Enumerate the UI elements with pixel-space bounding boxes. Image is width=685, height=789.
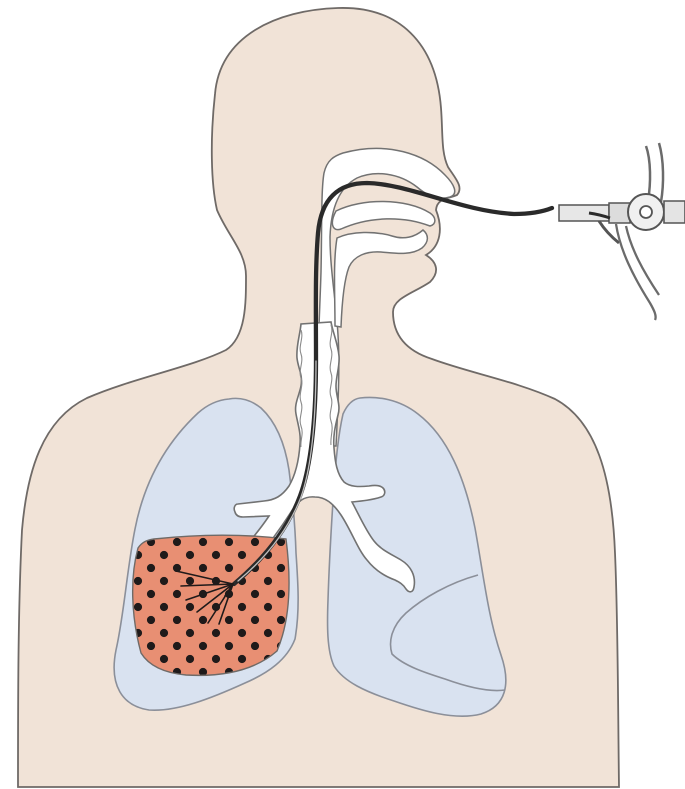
bronchoscope-handle (559, 143, 685, 320)
